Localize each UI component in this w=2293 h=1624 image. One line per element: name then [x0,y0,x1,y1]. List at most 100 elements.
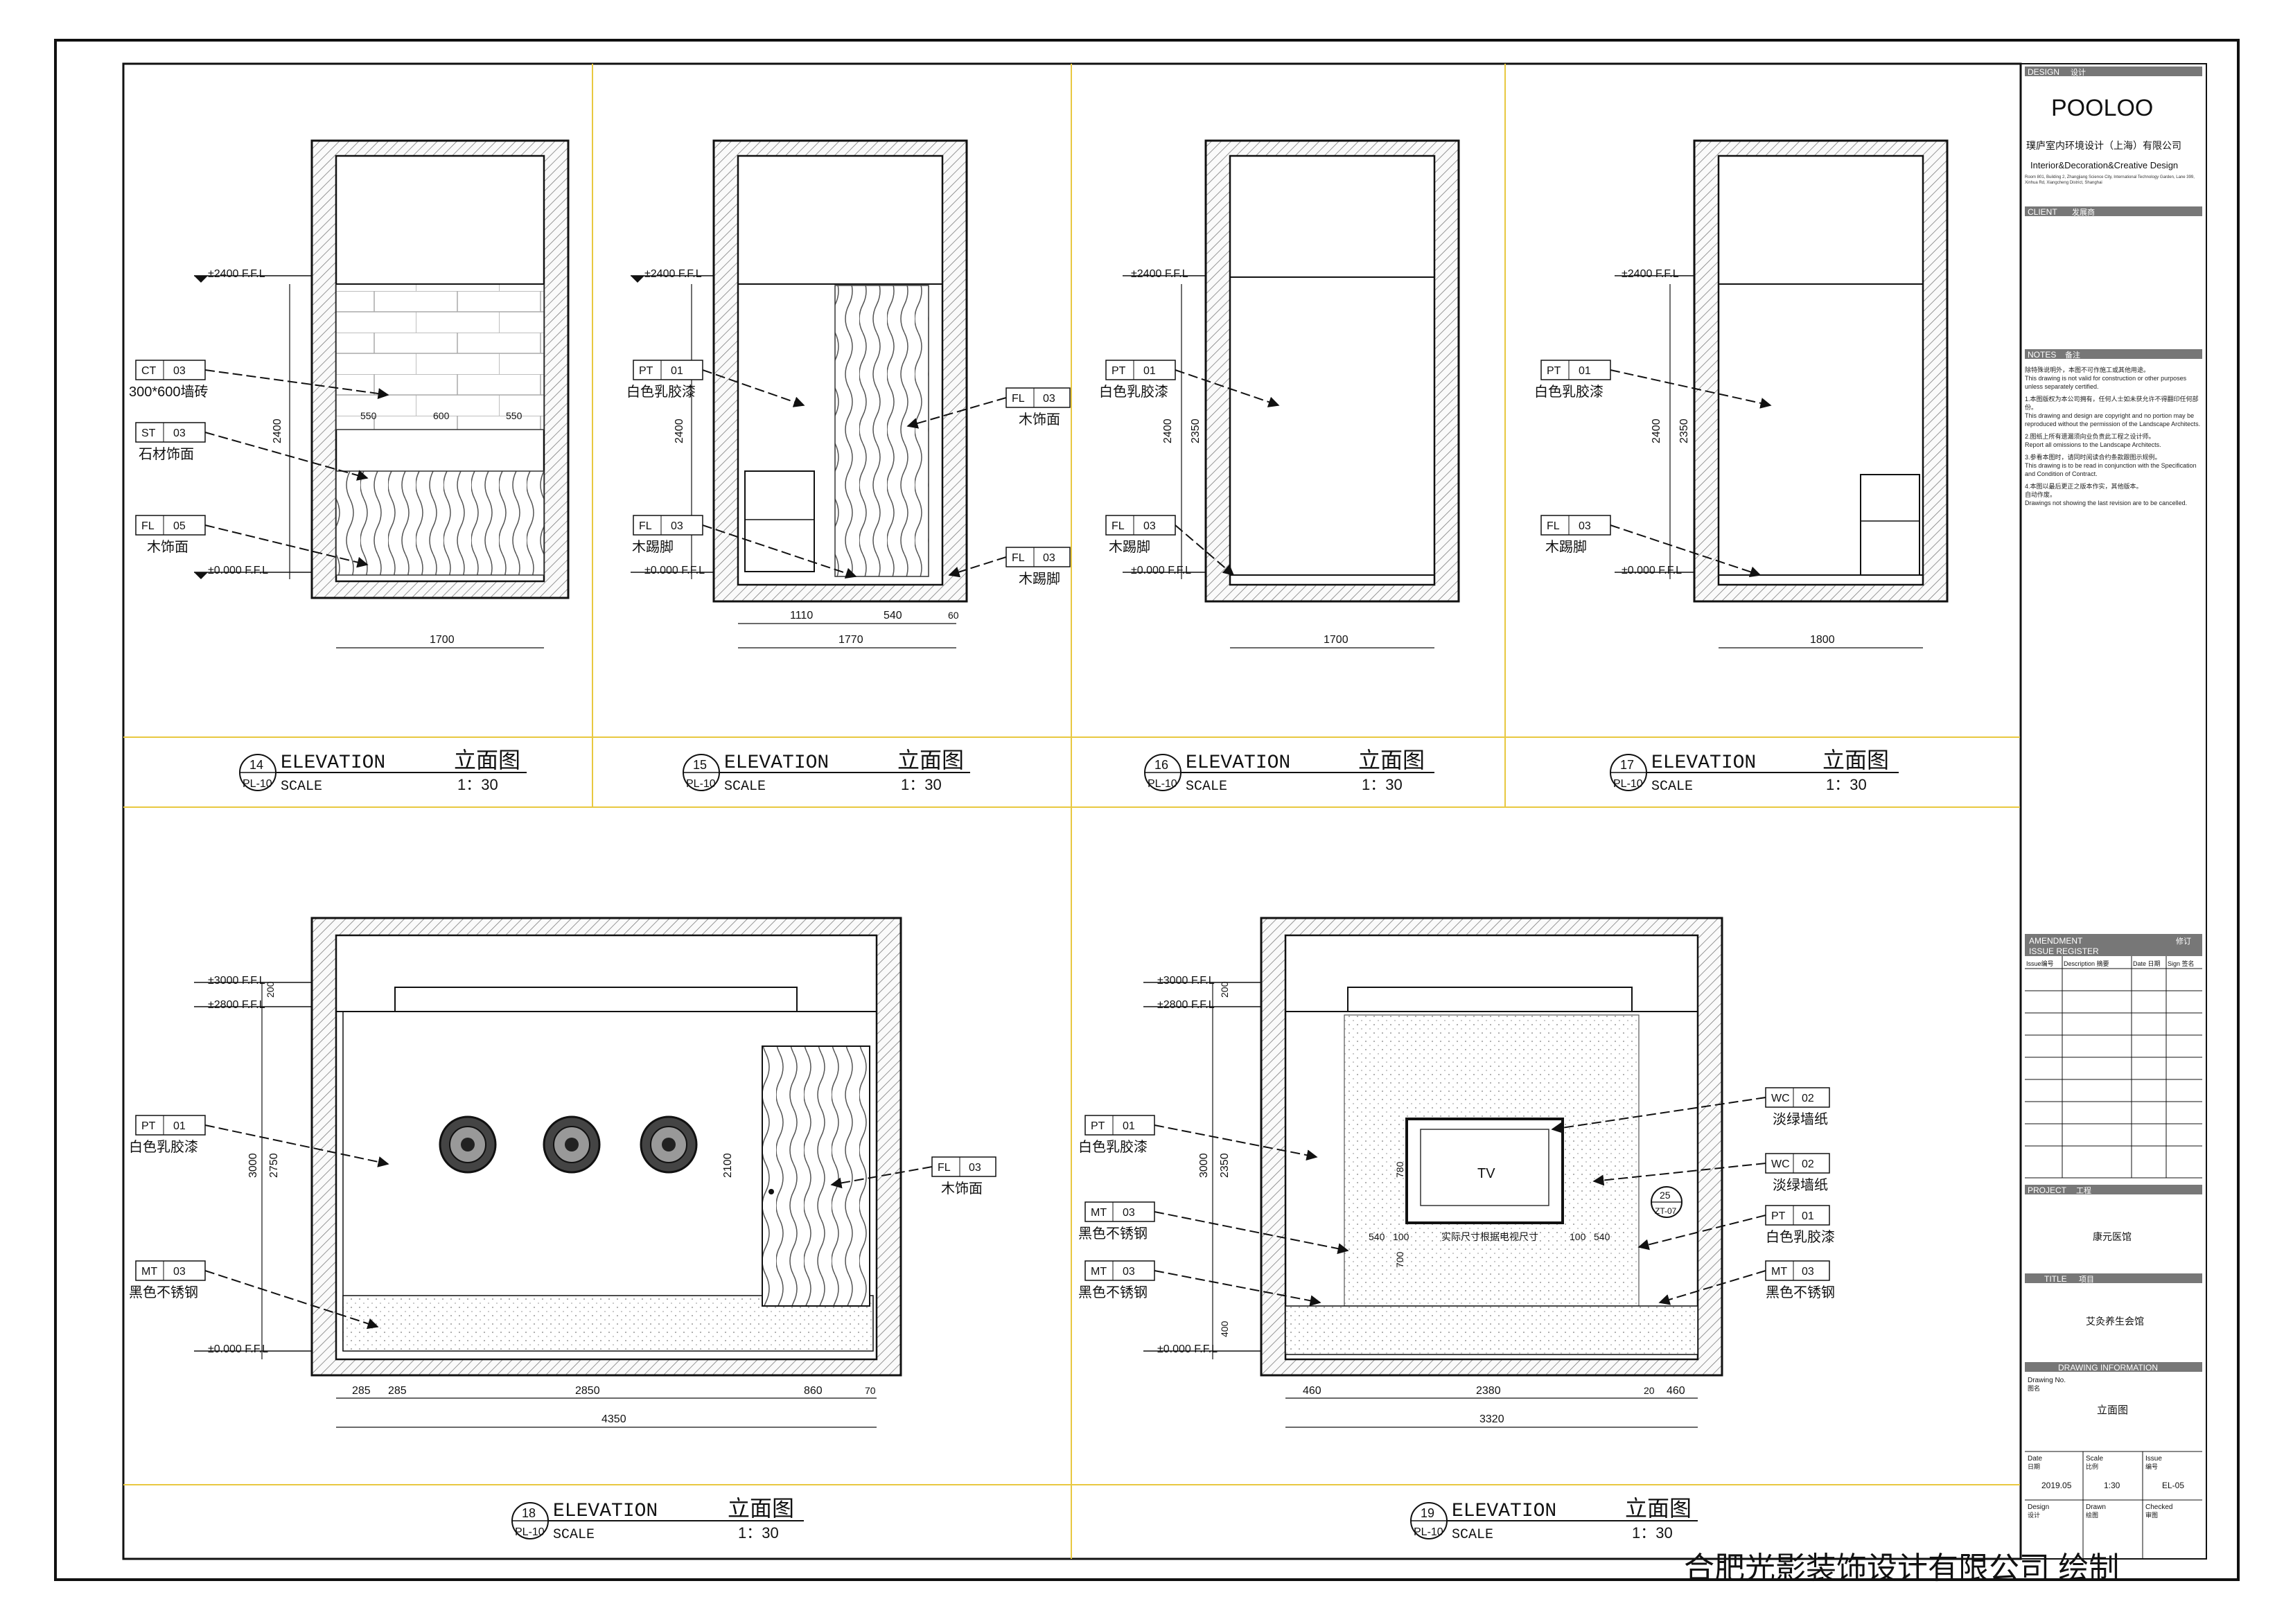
svg-text:MT: MT [1091,1207,1107,1219]
material-tag: FL 03 木踢脚 [948,547,1071,587]
wood-panel [834,285,929,577]
material-tag: FL 03 木踢脚 [1540,515,1762,578]
svg-text:比例: 比例 [2086,1463,2098,1470]
svg-text:FL: FL [1012,552,1025,564]
svg-text:淡绿墙纸: 淡绿墙纸 [1773,1111,1828,1127]
level-mid: ±2800 F.F.L [208,999,265,1011]
svg-text:立面图: 立面图 [1822,748,1889,773]
note-line: This drawing and design are copyright an… [2025,412,2201,427]
svg-text:17: 17 [1620,758,1634,772]
svg-text:19: 19 [1421,1506,1434,1520]
detail-callout: 25 ZT-07 [1651,1186,1683,1218]
svg-text:14: 14 [249,758,263,772]
scale-value: 1:30 [2104,1481,2120,1490]
svg-text:03: 03 [1579,520,1591,532]
height-dim: 3000 [247,1153,259,1178]
note-line: 除特殊说明外，本图不可作施工或其他用途。 [2025,367,2150,373]
svg-text:修订: 修订 [2176,936,2191,946]
svg-text:发展商: 发展商 [2072,207,2095,217]
note-line: Report all omissions to the Landscape Ar… [2025,441,2161,448]
drawing-info-header: DRAWING INFORMATION [2058,1363,2158,1373]
svg-text:FL: FL [639,520,652,532]
sub-dim: 550 [506,410,522,421]
svg-text:ELEVATION: ELEVATION [281,752,385,774]
title-header: TITLE [2044,1274,2067,1284]
material-tag: PT 01 白色乳胶漆 [1637,1205,1835,1251]
sub-dim: 285 [388,1385,407,1397]
sub-dim: 2850 [575,1385,600,1397]
svg-text:SCALE: SCALE [281,779,322,795]
svg-text:设计: 设计 [2071,68,2086,77]
tv-label: TV [1477,1166,1495,1181]
sub-dim: 70 [865,1385,876,1396]
svg-text:300*600墙砖: 300*600墙砖 [129,384,209,400]
level-top: ±2400 F.F.L [1622,268,1679,280]
svg-text:黑色不锈钢: 黑色不锈钢 [1078,1226,1148,1242]
firm-logo: POOLOO [2051,95,2153,121]
svg-text:木饰面: 木饰面 [941,1181,983,1197]
elevation-title-17: 17 PL-10 ELEVATION SCALE 立面图 1：30 [1610,748,1899,795]
svg-text:1：30: 1：30 [1362,776,1403,793]
svg-text:PL-10: PL-10 [243,778,272,790]
material-tag: CT 03 300*600墙砖 [129,360,389,400]
width-dim: 1700 [1324,634,1348,646]
sub-dim: 2380 [1476,1385,1501,1397]
svg-text:木踢脚: 木踢脚 [1019,571,1060,587]
svg-text:PL-10: PL-10 [515,1526,545,1538]
svg-text:03: 03 [1043,552,1055,564]
svg-text:淡绿墙纸: 淡绿墙纸 [1773,1177,1828,1193]
svg-text:CT: CT [141,365,157,377]
date-label: Date [2028,1455,2043,1463]
svg-text:黑色不锈钢: 黑色不锈钢 [129,1285,198,1300]
height-dim: 2400 [1162,418,1174,443]
material-tag: MT 03 黑色不锈钢 [1078,1260,1321,1307]
level-bottom: ±0.000 F.F.L [1157,1343,1218,1355]
svg-text:设计: 设计 [2028,1511,2040,1519]
svg-text:FL: FL [141,520,155,532]
elevation-title-18: 18 PL-10 ELEVATION SCALE 立面图 1：30 [511,1496,804,1543]
level-bottom: ±0.000 F.F.L [644,565,705,576]
svg-text:FL: FL [1112,520,1125,532]
amendment-col: Description 摘要 [2064,960,2109,967]
svg-text:ZT-07: ZT-07 [1655,1206,1677,1216]
level-top: ±2400 F.F.L [644,268,702,280]
svg-text:白色乳胶漆: 白色乳胶漆 [1534,384,1604,400]
svg-text:PL-10: PL-10 [1414,1526,1443,1538]
height-dim: 2400 [674,418,685,443]
panel-dividers [123,64,2021,1559]
notes-list: 除特殊说明外，本图不可作施工或其他用途。 This drawing is not… [2025,366,2201,507]
svg-text:18: 18 [522,1506,536,1520]
level-top: ±2400 F.F.L [208,268,265,280]
svg-text:木饰面: 木饰面 [1019,412,1060,427]
svg-text:石材饰面: 石材饰面 [139,446,194,462]
svg-text:立面图: 立面图 [1358,748,1425,773]
svg-text:ELEVATION: ELEVATION [724,752,829,774]
material-tag: FL 05 木饰面 [135,515,369,568]
svg-text:03: 03 [173,365,186,377]
firm-address: Room 801, Building 2, Zhangjiang Science… [2025,175,2195,185]
sub-dim: 460 [1667,1385,1685,1397]
svg-text:01: 01 [1123,1120,1135,1132]
sub-dim: 600 [433,410,450,421]
svg-text:白色乳胶漆: 白色乳胶漆 [129,1139,198,1155]
material-tag: PT 01 白色乳胶漆 [1078,1115,1318,1161]
inner-dim: 540 [1369,1231,1385,1242]
scale-label: Scale [2086,1455,2103,1463]
note-line: This drawing is to be read in conjunctio… [2025,462,2197,477]
svg-text:FL: FL [1012,393,1025,405]
height-dim: 2400 [272,418,283,443]
amendment-col: Sign 签名 [2168,960,2195,967]
svg-text:03: 03 [1802,1266,1814,1278]
ornament-medallion [439,1115,497,1174]
issue-value: EL-05 [2162,1481,2184,1490]
note-line: 1.本图版权为本公司拥有，任何人士如未获允许不得翻印任何部份。 [2025,396,2199,411]
svg-text:1：30: 1：30 [901,776,942,793]
width-dim: 3320 [1479,1413,1504,1425]
svg-text:1：30: 1：30 [1826,776,1867,793]
svg-text:审图: 审图 [2145,1511,2158,1519]
drawing-name: 立面图 [2097,1404,2128,1416]
height-dim: 2100 [722,1153,734,1178]
svg-text:15: 15 [693,758,707,772]
sheet-border [54,39,2240,1581]
